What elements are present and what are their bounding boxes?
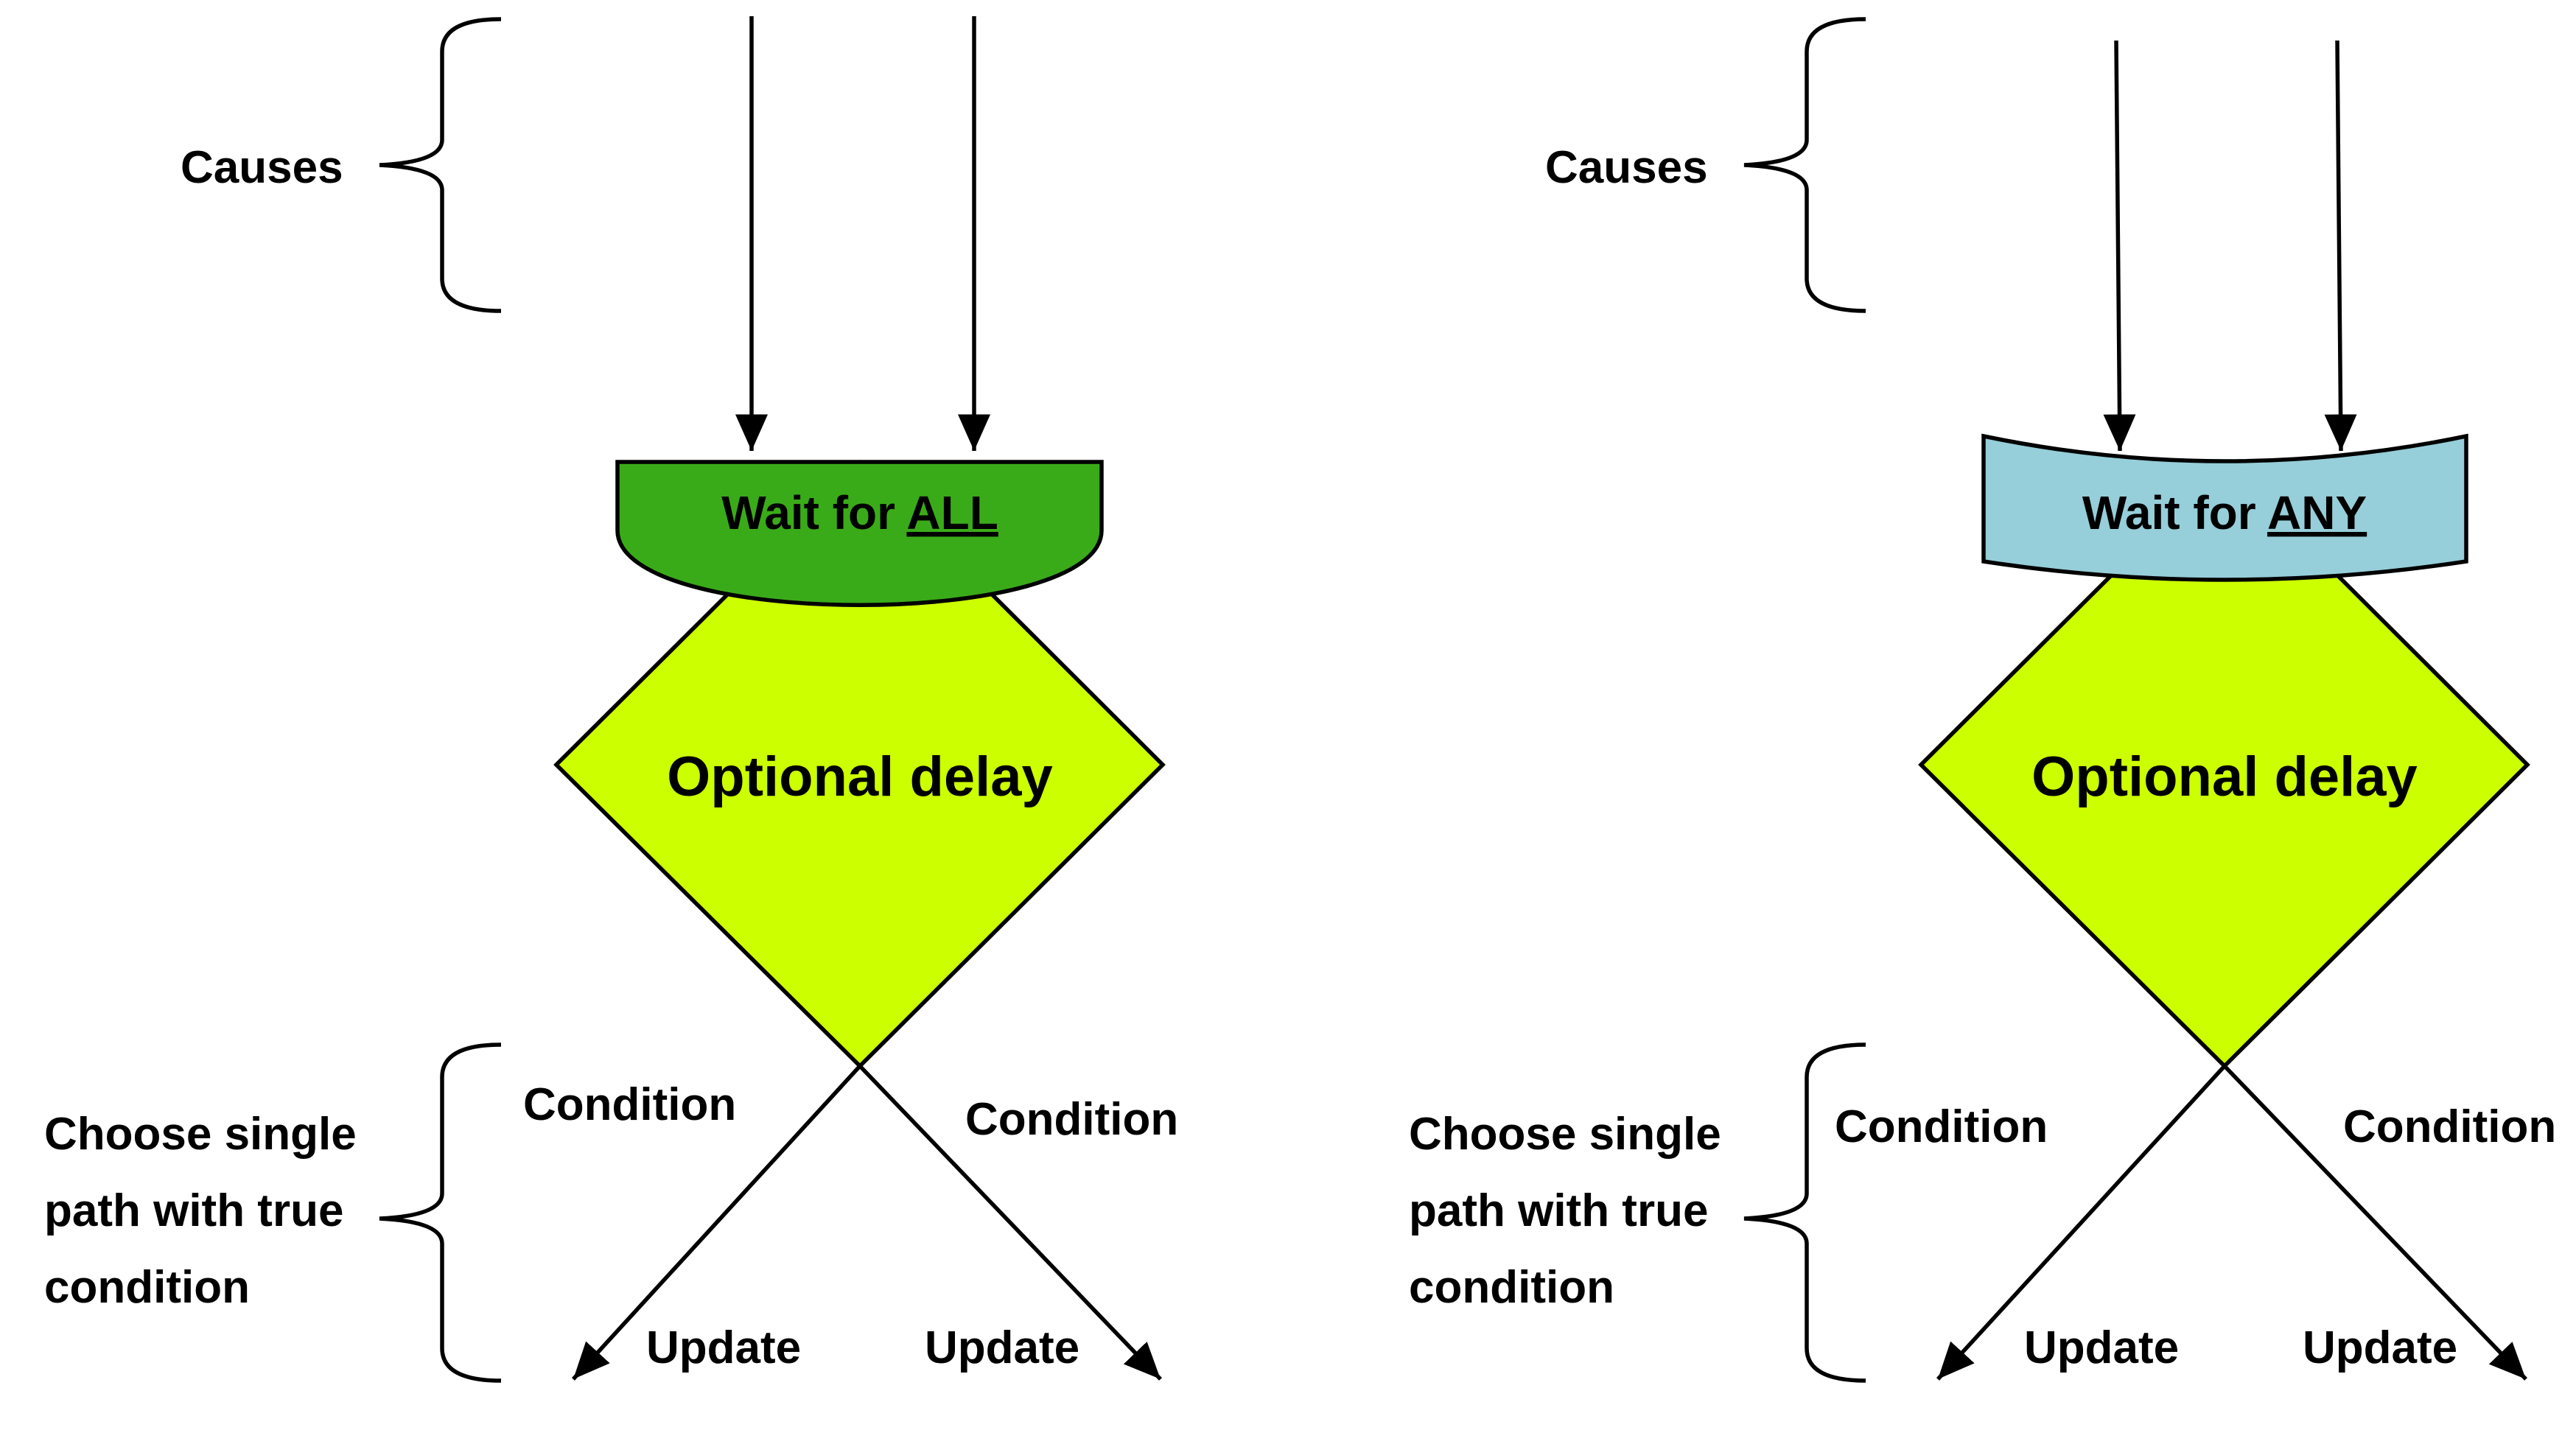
path-arrow-right: [858, 1065, 1162, 1381]
condition-left-label: Condition: [1835, 1101, 2048, 1152]
wait-any-prefix: Wait for: [2082, 486, 2267, 539]
choose-brace: [1743, 1042, 1866, 1383]
choose-label-line-1: Choose single: [1409, 1109, 1721, 1160]
causes-brace: [1743, 17, 1866, 313]
path-arrow-left: [1936, 1065, 2227, 1381]
update-right-label: Update: [925, 1322, 1079, 1373]
update-right-label: Update: [2303, 1322, 2457, 1373]
optional-delay-label: Optional delay: [2031, 746, 2418, 808]
causes-label: Causes: [181, 142, 343, 193]
wait-all-prefix: Wait for: [721, 486, 906, 539]
optional-delay-diamond: [553, 460, 1166, 1069]
wait-all-gate: [615, 460, 1104, 607]
choose-label-line-3: condition: [1409, 1262, 1614, 1313]
choose-label-line-1: Choose single: [44, 1109, 357, 1160]
causes-brace: [379, 17, 502, 313]
condition-right-label: Condition: [2343, 1101, 2556, 1152]
choose-brace: [379, 1042, 502, 1383]
update-left-label: Update: [646, 1322, 801, 1373]
path-arrow-right: [2223, 1065, 2527, 1381]
panel-wait-all: Causes Optional delay Wait for ALL Choos…: [44, 16, 1178, 1383]
wait-all-keyword: ALL: [906, 486, 998, 539]
wait-all-label: Wait for ALL: [721, 486, 998, 539]
wait-any-label: Wait for ANY: [2082, 486, 2367, 539]
cause-arrow-2: [2324, 40, 2357, 452]
optional-delay-diamond: [1918, 460, 2530, 1069]
wait-any-keyword: ANY: [2267, 486, 2367, 539]
cause-arrow-1: [2103, 40, 2136, 452]
update-left-label: Update: [2024, 1322, 2179, 1373]
panel-wait-any: Causes Optional delay Wait for ANY Choos…: [1409, 17, 2556, 1383]
choose-label-line-2: path with true: [44, 1185, 343, 1236]
optional-delay-label: Optional delay: [667, 746, 1053, 808]
choose-label-line-3: condition: [44, 1262, 250, 1313]
causes-label: Causes: [1545, 142, 1708, 193]
condition-right-label: Condition: [965, 1094, 1178, 1145]
condition-left-label: Condition: [523, 1079, 736, 1130]
choose-label-line-2: path with true: [1409, 1185, 1708, 1236]
wait-any-gate: [1981, 433, 2468, 582]
path-arrow-left: [571, 1065, 862, 1381]
